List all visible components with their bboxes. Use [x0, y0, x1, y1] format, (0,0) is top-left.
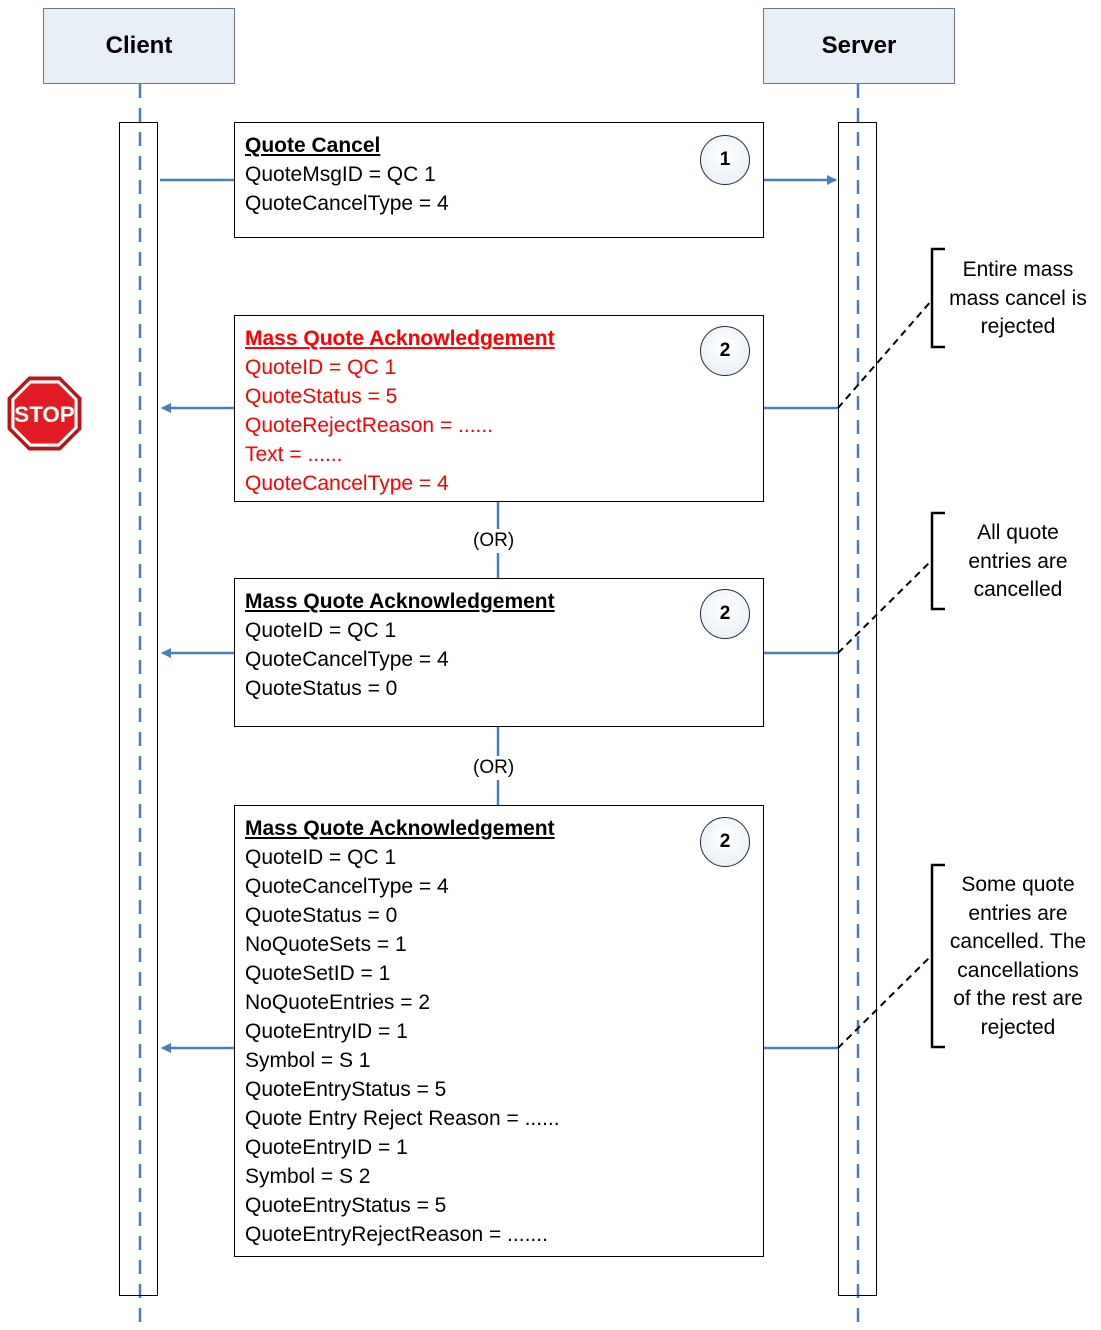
note-3-leader [837, 954, 933, 1049]
message-field: NoQuoteEntries = 2 [245, 991, 431, 1014]
message-field: QuoteEntryID = 1 [245, 1020, 408, 1043]
step-badge-number: 1 [719, 149, 731, 170]
message-field: QuoteStatus = 5 [245, 385, 398, 408]
message-field: QuoteID = QC 1 [245, 619, 397, 642]
message-field: QuoteEntryRejectReason = ....... [245, 1223, 548, 1246]
server-actor: Server [763, 8, 955, 84]
message-title: Mass Quote Acknowledgement [245, 817, 555, 840]
note-line: mass cancel is [949, 286, 1087, 310]
message-field: Symbol = S 1 [245, 1049, 371, 1072]
message-field: QuoteCancelType = 4 [245, 648, 449, 671]
note-line: Entire mass [962, 258, 1074, 281]
message-field: NoQuoteSets = 1 [245, 933, 407, 956]
note-1-bracket [930, 247, 945, 349]
message-field: QuoteMsgID = QC 1 [245, 163, 436, 186]
note-line: cancelled. The [949, 930, 1087, 953]
message-field: QuoteEntryID = 1 [245, 1136, 408, 1159]
note-line: rejected [980, 1015, 1056, 1039]
message-field: Text = ...... [245, 443, 343, 466]
step-badge-3: 2 [700, 589, 750, 639]
note-all-cancelled: All quote entries are cancelled [935, 519, 1101, 605]
note-line: cancelled [973, 578, 1063, 601]
mass-quote-ack-rejected-message: Mass Quote Acknowledgement QuoteID = QC … [234, 315, 764, 502]
stop-sign-text: STOP [14, 402, 74, 427]
step-badge-number: 2 [719, 340, 731, 361]
client-actor: Client [43, 8, 235, 84]
message-field: QuoteRejectReason = ...... [245, 414, 494, 437]
message-field: QuoteEntryStatus = 5 [245, 1194, 447, 1217]
mass-quote-ack-partial-message: Mass Quote Acknowledgement QuoteID = QC … [234, 805, 764, 1257]
note-3-bracket [930, 863, 945, 1049]
note-line: entries are [968, 901, 1068, 925]
message-title: Mass Quote Acknowledgement [245, 590, 555, 613]
stop-sign-icon: STOP [7, 376, 82, 451]
or-label: (OR) [470, 529, 518, 553]
message-field: QuoteEntryStatus = 5 [245, 1078, 447, 1101]
step-badge-number: 2 [719, 603, 731, 624]
message-field: Symbol = S 2 [245, 1165, 371, 1188]
note-partial-cancelled: Some quote entries are cancelled. The ca… [935, 871, 1101, 1042]
note-2-leader [837, 559, 933, 654]
client-actor-label: Client [105, 32, 173, 59]
note-line: cancellations [957, 958, 1079, 982]
message-field: QuoteCancelType = 4 [245, 192, 449, 215]
note-entire-rejected: Entire mass mass cancel is rejected [935, 256, 1101, 342]
step-badge-2: 2 [700, 326, 750, 376]
step-badge-number: 2 [719, 831, 731, 852]
or-label: (OR) [470, 756, 518, 780]
message-title: Mass Quote Acknowledgement [245, 327, 555, 350]
step-badge-4: 2 [700, 817, 750, 867]
mass-quote-ack-cancelled-message: Mass Quote Acknowledgement QuoteID = QC … [234, 578, 764, 727]
client-activation-bar [119, 122, 158, 1296]
note-line: Some quote [961, 873, 1075, 896]
message-title: Quote Cancel [245, 134, 381, 157]
quote-cancel-message: Quote Cancel QuoteMsgID = QC 1 QuoteCanc… [234, 122, 764, 238]
message-field: QuoteID = QC 1 [245, 356, 397, 379]
note-line: All quote [977, 521, 1059, 544]
server-actor-label: Server [821, 32, 897, 59]
message-field: QuoteStatus = 0 [245, 677, 398, 700]
message-field: QuoteCancelType = 4 [245, 472, 449, 495]
message-field: QuoteSetID = 1 [245, 962, 391, 985]
message-field: QuoteID = QC 1 [245, 846, 397, 869]
message-field: QuoteStatus = 0 [245, 904, 398, 927]
note-line: entries are [968, 549, 1068, 573]
note-line: rejected [980, 315, 1056, 338]
step-badge-1: 1 [700, 135, 750, 185]
note-line: of the rest are [953, 987, 1083, 1010]
note-2-bracket [930, 511, 945, 611]
server-activation-bar [838, 122, 877, 1296]
message-field: Quote Entry Reject Reason = ...... [245, 1107, 560, 1130]
message-field: QuoteCancelType = 4 [245, 875, 449, 898]
